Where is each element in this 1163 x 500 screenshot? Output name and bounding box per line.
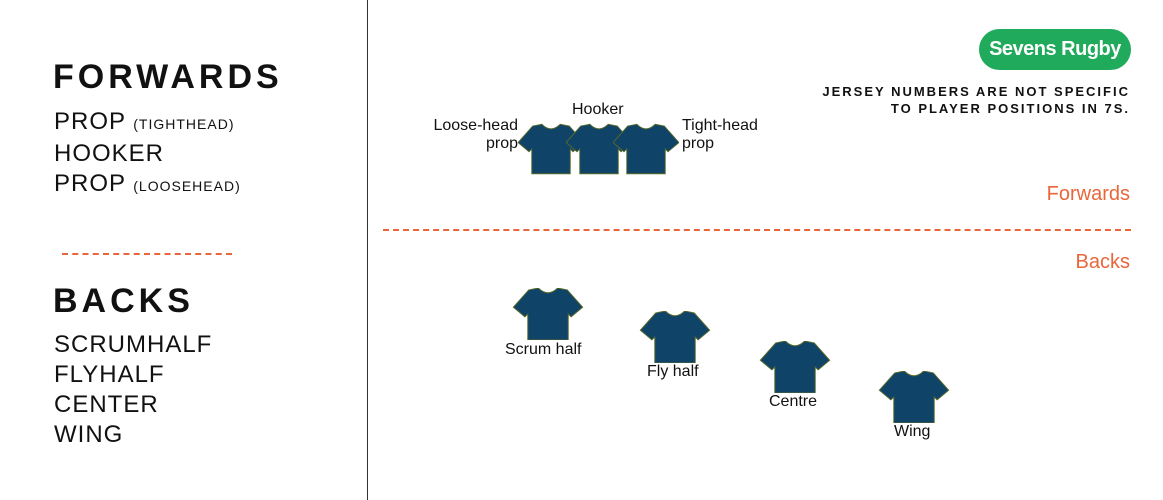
- back-item: WING: [54, 421, 124, 448]
- label-centre: Centre: [769, 393, 818, 410]
- item-sub: (LOOSEHEAD): [133, 178, 241, 194]
- forwards-heading: FORWARDS: [53, 58, 283, 96]
- divider-dashed-right: [383, 229, 1131, 231]
- forward-item: PROP (TIGHTHEAD): [54, 107, 241, 139]
- jersey-icon-tight-head: [613, 122, 679, 176]
- label-scrum-half: Scrum half: [505, 341, 582, 358]
- label-hooker: Hooker: [572, 101, 624, 118]
- backs-list: SCRUMHALF FLYHALF CENTER WING: [54, 330, 212, 450]
- divider-vertical: [367, 0, 368, 500]
- back-item: CENTER: [54, 391, 159, 418]
- label-line: prop: [485, 135, 518, 152]
- item-main: PROP: [54, 170, 126, 197]
- label-line: Loose-head: [433, 117, 518, 134]
- forwards-list: PROP (TIGHTHEAD) HOOKER PROP (LOOSEHEAD): [54, 107, 241, 201]
- label-line: Tight-head: [682, 117, 758, 134]
- jersey-note: JERSEY NUMBERS ARE NOT SPECIFIC TO PLAYE…: [822, 83, 1130, 117]
- label-tight-head-prop: Tight-head prop: [682, 117, 758, 153]
- divider-dashed-left: [62, 253, 232, 255]
- back-item: SCRUMHALF: [54, 331, 213, 358]
- note-line: JERSEY NUMBERS ARE NOT SPECIFIC: [822, 84, 1130, 99]
- backs-heading: BACKS: [53, 282, 194, 320]
- back-item: FLYHALF: [54, 361, 165, 388]
- section-label-backs: Backs: [1075, 251, 1130, 273]
- jersey-icon-centre: [759, 341, 831, 393]
- forward-item: HOOKER: [54, 139, 241, 169]
- label-wing: Wing: [894, 423, 931, 440]
- label-line: prop: [682, 135, 715, 152]
- item-main: HOOKER: [54, 140, 165, 167]
- jersey-icon-scrum-half: [512, 288, 584, 340]
- label-loose-head-prop: Loose-head prop: [426, 117, 518, 153]
- jersey-icon-fly-half: [639, 311, 711, 363]
- jersey-icon-wing: [878, 371, 950, 423]
- item-sub: (TIGHTHEAD): [133, 116, 235, 132]
- note-line: TO PLAYER POSITIONS IN 7S.: [890, 101, 1130, 116]
- item-main: PROP: [54, 108, 126, 135]
- sevens-rugby-badge: Sevens Rugby: [979, 29, 1131, 70]
- forward-item: PROP (LOOSEHEAD): [54, 169, 241, 201]
- section-label-forwards: Forwards: [1046, 183, 1130, 205]
- label-fly-half: Fly half: [647, 363, 699, 380]
